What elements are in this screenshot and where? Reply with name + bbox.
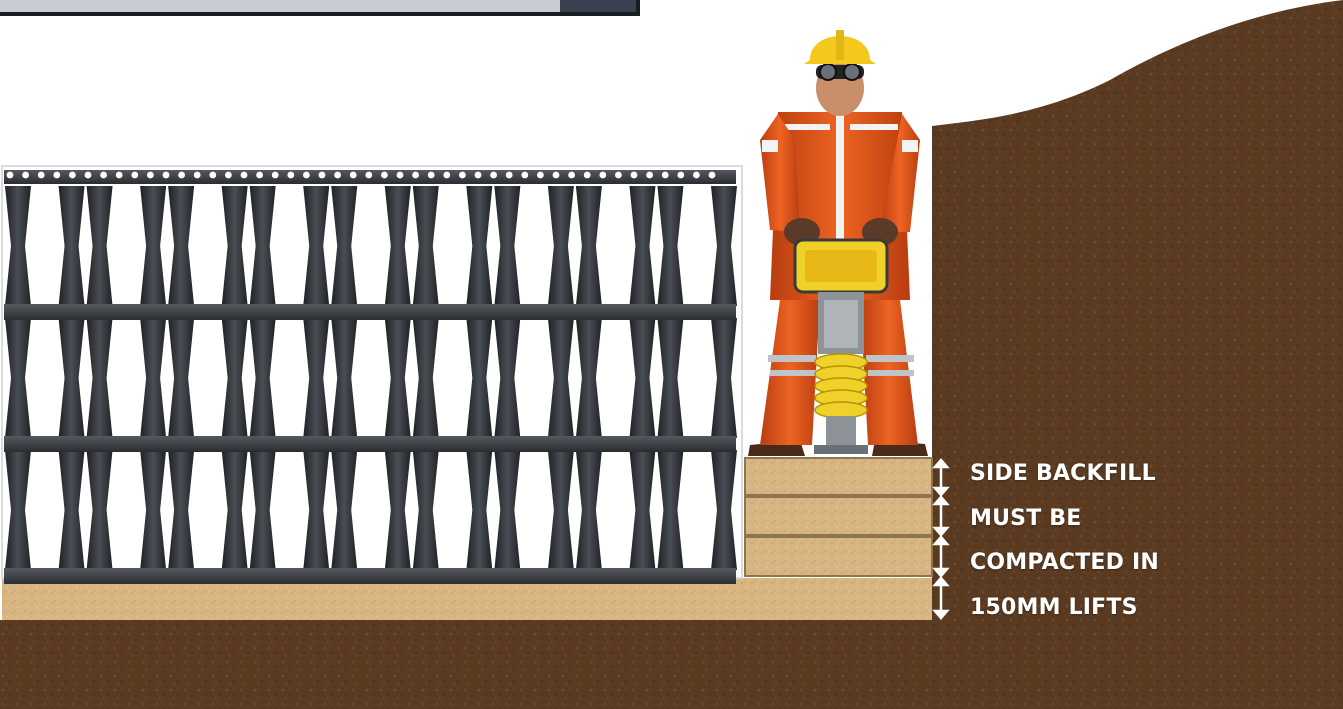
crate-top-hole <box>100 172 107 179</box>
crate-top-hole <box>428 172 435 179</box>
photo-inset <box>0 0 640 16</box>
crate-top-hole <box>7 172 14 179</box>
crate-top-hole <box>397 172 404 179</box>
crate-top-hole <box>53 172 60 179</box>
crate-top-hole <box>147 172 154 179</box>
crate-top-hole <box>303 172 310 179</box>
backfill-lift <box>745 537 932 576</box>
crate-top-hole <box>646 172 653 179</box>
crate-top-hole <box>521 172 528 179</box>
crate-top-hole <box>116 172 123 179</box>
crate-top-hole <box>38 172 45 179</box>
crate-top-hole <box>490 172 497 179</box>
crate-top-hole <box>553 172 560 179</box>
crate-top-hole <box>615 172 622 179</box>
crate-top-hole <box>241 172 248 179</box>
crate-top-hole <box>163 172 170 179</box>
caption-line-3: COMPACTED IN <box>970 541 1270 586</box>
crate-top-hole <box>319 172 326 179</box>
crate-top-hole <box>677 172 684 179</box>
crate-top-hole <box>256 172 263 179</box>
crate-top-hole <box>131 172 138 179</box>
caption-line-2: MUST BE <box>970 497 1270 542</box>
native-soil-base <box>0 620 940 709</box>
crate-top-hole <box>85 172 92 179</box>
crate-top-hole <box>22 172 29 179</box>
backfill-instruction-caption: SIDE BACKFILL MUST BE COMPACTED IN 150MM… <box>970 452 1270 630</box>
crate-top-hole <box>662 172 669 179</box>
caption-line-1: SIDE BACKFILL <box>970 452 1270 497</box>
crate-top-hole <box>365 172 372 179</box>
crate-beam <box>4 568 736 584</box>
crate-top-hole <box>443 172 450 179</box>
backfill-lifts <box>745 458 932 576</box>
crate-top-hole <box>334 172 341 179</box>
crate-top-hole <box>584 172 591 179</box>
crate-top-hole <box>693 172 700 179</box>
crate-top-hole <box>225 172 232 179</box>
crate-top-hole <box>350 172 357 179</box>
crate-top-hole <box>459 172 466 179</box>
crate-top-hole <box>209 172 216 179</box>
backfill-lift <box>745 458 932 495</box>
backfill-lift <box>745 497 932 535</box>
attenuation-crate <box>2 166 742 584</box>
crate-top-hole <box>709 172 716 179</box>
worker-with-rammer-icon <box>748 30 928 456</box>
caption-line-4: 150MM LIFTS <box>970 586 1270 631</box>
crate-top-hole <box>381 172 388 179</box>
crate-top-hole <box>412 172 419 179</box>
crate-top-hole <box>272 172 279 179</box>
crate-top-hole <box>178 172 185 179</box>
crate-top-hole <box>475 172 482 179</box>
crate-top-hole <box>69 172 76 179</box>
crate-top-hole <box>631 172 638 179</box>
crate-top-hole <box>568 172 575 179</box>
crate-beam <box>4 436 736 452</box>
crate-top-hole <box>599 172 606 179</box>
crate-beam <box>4 304 736 320</box>
crate-top-hole <box>537 172 544 179</box>
crate-top-hole <box>194 172 201 179</box>
crate-top-hole <box>506 172 513 179</box>
bedding-layer <box>2 578 932 620</box>
crate-top-hole <box>287 172 294 179</box>
